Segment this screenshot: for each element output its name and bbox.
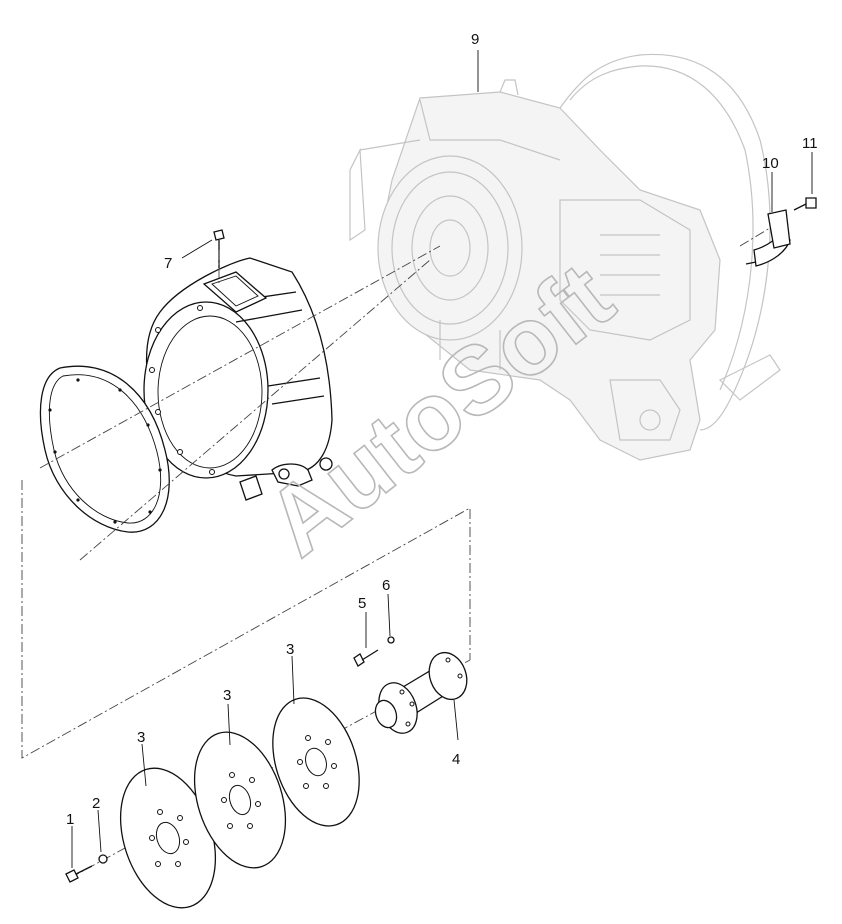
callout-11: 11 — [802, 135, 818, 152]
callout-3: 3 — [286, 641, 294, 658]
callout-9: 9 — [471, 31, 479, 48]
disc-plate-front — [119, 767, 217, 909]
callout-3: 3 — [223, 687, 231, 704]
disc-plate-third — [272, 697, 360, 827]
transmission-assembly — [349, 53, 781, 461]
callout-3: 3 — [137, 729, 145, 746]
washer-item-2 — [98, 854, 108, 864]
callout-4: 4 — [452, 751, 460, 768]
callout-5: 5 — [358, 595, 366, 612]
drive-shaft — [374, 651, 468, 734]
washer-item-6 — [387, 636, 395, 644]
bolt-item-1 — [65, 865, 93, 883]
gasket — [39, 365, 170, 533]
clutch-housing — [143, 257, 333, 501]
callout-10: 10 — [762, 155, 779, 172]
callout-6: 6 — [382, 577, 390, 594]
callout-leaders — [71, 50, 813, 868]
bolt-item-5 — [353, 649, 379, 667]
bolt-item-11 — [793, 197, 817, 211]
bolt-item-7 — [213, 229, 225, 268]
callout-7: 7 — [164, 255, 172, 272]
callout-1: 1 — [66, 811, 74, 828]
callout-labels: 1 2 3 3 3 3 4 5 6 7 9 10 11 — [66, 31, 818, 828]
disc-plate-second — [193, 731, 287, 869]
bracket-item-10 — [745, 209, 791, 267]
callout-2: 2 — [92, 795, 100, 812]
